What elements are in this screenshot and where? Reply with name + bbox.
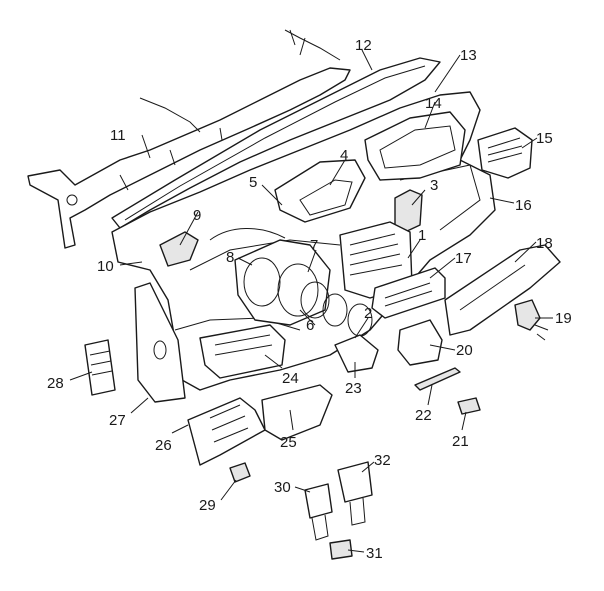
callout-31: 31 bbox=[366, 545, 383, 562]
part-8-instrument-cluster bbox=[234, 239, 331, 326]
part-11-crossmember bbox=[27, 29, 351, 249]
callout-14: 14 bbox=[425, 95, 442, 112]
part-14-upper-storage bbox=[364, 111, 466, 181]
part-21-connector bbox=[457, 397, 481, 415]
part-22-trim-strip bbox=[414, 367, 461, 391]
callout-10: 10 bbox=[97, 258, 114, 275]
part-15-right-vent bbox=[477, 127, 533, 179]
callout-21: 21 bbox=[452, 433, 469, 450]
callout-5: 5 bbox=[249, 174, 257, 191]
part-3-switch-block bbox=[394, 189, 423, 233]
callout-16: 16 bbox=[515, 197, 532, 214]
part-29-clip bbox=[229, 462, 251, 483]
callout-26: 26 bbox=[155, 437, 172, 454]
part-25-knee-bolster bbox=[261, 384, 333, 441]
part-18-right-trim bbox=[444, 244, 561, 336]
callout-4: 4 bbox=[340, 147, 348, 164]
part-1-center-stack bbox=[339, 221, 413, 299]
part-4-storage-bin bbox=[274, 159, 366, 223]
part-31-plate bbox=[329, 539, 353, 560]
callout-6: 6 bbox=[306, 317, 314, 334]
callout-25: 25 bbox=[280, 434, 297, 451]
callout-7: 7 bbox=[310, 237, 318, 254]
leader-lines bbox=[69, 49, 553, 553]
part-19-lock-switch bbox=[514, 299, 549, 341]
part-27-end-panel bbox=[134, 282, 186, 403]
callout-27: 27 bbox=[109, 412, 126, 429]
part-32-bracket bbox=[337, 461, 373, 526]
callout-19: 19 bbox=[555, 310, 572, 327]
callout-20: 20 bbox=[456, 342, 473, 359]
callout-24: 24 bbox=[282, 370, 299, 387]
callout-labels: 1 2 3 4 5 6 7 8 9 10 11 12 13 14 15 16 1… bbox=[47, 37, 572, 562]
callout-13: 13 bbox=[460, 47, 477, 64]
callout-9: 9 bbox=[193, 207, 201, 224]
callout-32: 32 bbox=[374, 452, 391, 469]
part-20-bracket bbox=[397, 319, 443, 366]
part-24-switch-panel bbox=[199, 324, 286, 379]
part-30-bracket bbox=[304, 483, 333, 541]
callout-23: 23 bbox=[345, 380, 362, 397]
callout-28: 28 bbox=[47, 375, 64, 392]
callout-30: 30 bbox=[274, 479, 291, 496]
part-17-climate-control bbox=[371, 267, 446, 319]
part-26-lower-trim bbox=[187, 397, 266, 466]
part-12-top-panel bbox=[111, 57, 441, 229]
callout-1: 1 bbox=[418, 227, 426, 244]
callout-3: 3 bbox=[430, 177, 438, 194]
callout-11: 11 bbox=[110, 127, 126, 144]
callout-29: 29 bbox=[199, 497, 216, 514]
callout-12: 12 bbox=[355, 37, 372, 54]
callout-22: 22 bbox=[415, 407, 432, 424]
callout-15: 15 bbox=[536, 130, 553, 147]
part-9-switch bbox=[159, 231, 199, 267]
callout-17: 17 bbox=[455, 250, 472, 267]
callout-8: 8 bbox=[226, 249, 234, 266]
part-28-fuse-box bbox=[84, 339, 116, 396]
callout-2: 2 bbox=[364, 305, 372, 322]
callout-18: 18 bbox=[536, 235, 553, 252]
